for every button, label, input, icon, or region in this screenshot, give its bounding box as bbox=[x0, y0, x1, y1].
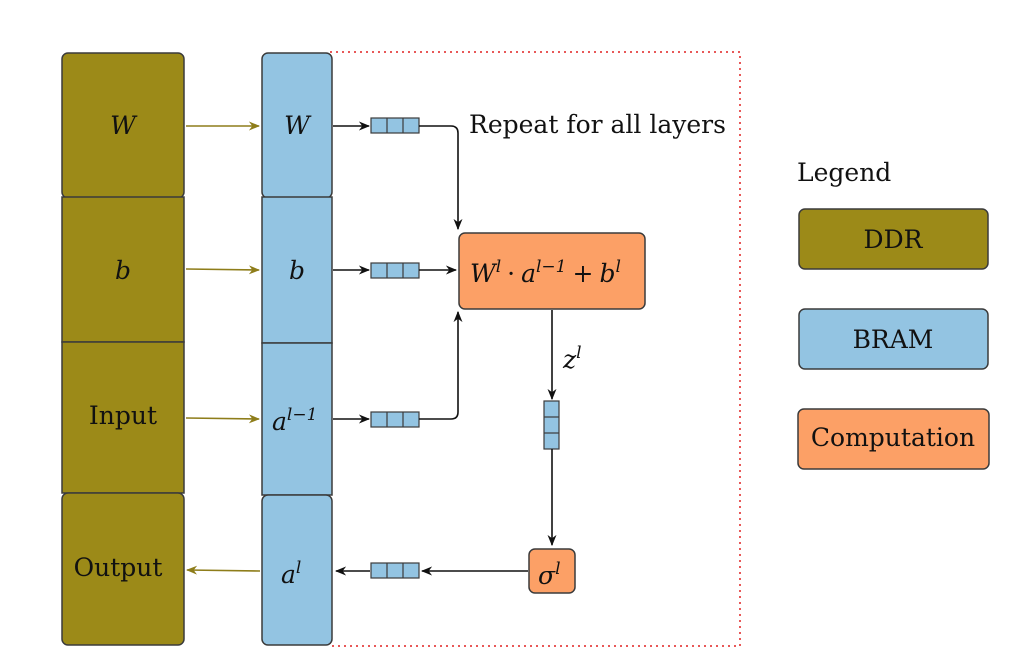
ddr-block-b bbox=[61, 196, 185, 343]
bram-block-b bbox=[261, 196, 333, 344]
compute-box-affine bbox=[458, 232, 646, 310]
legend-label-computation: Computation bbox=[811, 423, 975, 452]
loop-label: Repeat for all layers bbox=[469, 110, 726, 139]
arrow-bram-to-ddr-output bbox=[185, 565, 261, 575]
sigma-label: σl bbox=[538, 559, 561, 590]
legend-label-bram: BRAM bbox=[853, 325, 934, 354]
legend-swatch-computation bbox=[797, 408, 990, 470]
fifo-a-prev bbox=[370, 411, 420, 428]
compute-box-activation bbox=[528, 548, 576, 594]
compute-formula: Wl·al−1+bl bbox=[470, 257, 621, 288]
ddr-label-b: b bbox=[115, 256, 131, 285]
bram-label-w: W bbox=[284, 111, 312, 140]
ddr-label-output: Output bbox=[74, 553, 163, 582]
legend-swatch-ddr bbox=[798, 208, 989, 270]
ddr-block-output bbox=[61, 492, 185, 646]
legend: Legend DDR BRAM Computation bbox=[797, 158, 990, 470]
bram-column: W b al−1 al bbox=[261, 52, 333, 646]
fifo-w bbox=[370, 117, 420, 134]
ddr-label-w: W bbox=[110, 111, 138, 140]
legend-title: Legend bbox=[797, 158, 891, 187]
arrow-ddr-b-to-bram bbox=[185, 265, 261, 275]
arrow-fifo-a-prev-to-compute bbox=[419, 310, 463, 420]
bram-block-a bbox=[261, 494, 333, 646]
ddr-column: W b Input Output bbox=[61, 52, 185, 646]
z-label: zl bbox=[562, 343, 582, 374]
fifo-b bbox=[370, 262, 420, 279]
ddr-block-input bbox=[61, 341, 185, 494]
arrow-fifo-w-to-compute bbox=[419, 125, 463, 231]
fifo-a bbox=[370, 562, 420, 579]
legend-label-ddr: DDR bbox=[864, 225, 924, 254]
bram-block-a-prev bbox=[261, 342, 333, 496]
bram-label-a-prev: al−1 bbox=[272, 405, 317, 436]
bram-label-a: al bbox=[281, 558, 301, 589]
bram-label-b: b bbox=[289, 256, 305, 285]
ddr-label-input: Input bbox=[89, 401, 157, 430]
fifo-z bbox=[543, 400, 560, 450]
arrow-ddr-input-to-bram bbox=[185, 414, 261, 424]
legend-swatch-bram bbox=[798, 308, 989, 370]
